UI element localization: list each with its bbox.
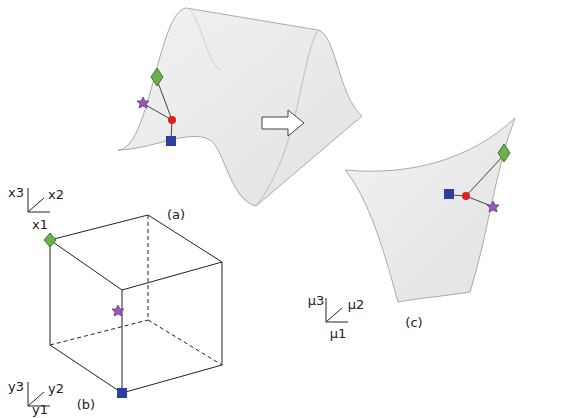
axis-label: y3 <box>8 380 24 393</box>
axes-a <box>28 188 50 212</box>
points-b <box>44 233 127 398</box>
axis-label: x3 <box>8 186 24 199</box>
axis-label: μ3 <box>308 294 325 307</box>
axis-label: μ1 <box>330 327 347 340</box>
panel-label: (c) <box>405 316 422 329</box>
panel-label: (b) <box>77 398 95 411</box>
points-c <box>444 144 510 212</box>
axis-label: μ2 <box>348 298 365 311</box>
axis-label: x1 <box>32 218 48 231</box>
axes-c <box>326 298 348 322</box>
panel-label: (a) <box>167 208 185 221</box>
ridge-surface <box>118 8 362 206</box>
saddle-surface <box>345 118 515 302</box>
axis-label: x2 <box>48 188 64 201</box>
transform-arrow <box>262 110 304 136</box>
points-a <box>137 68 176 146</box>
axis-label: y2 <box>48 382 64 395</box>
cube <box>50 215 222 393</box>
axis-label: y1 <box>32 403 48 416</box>
